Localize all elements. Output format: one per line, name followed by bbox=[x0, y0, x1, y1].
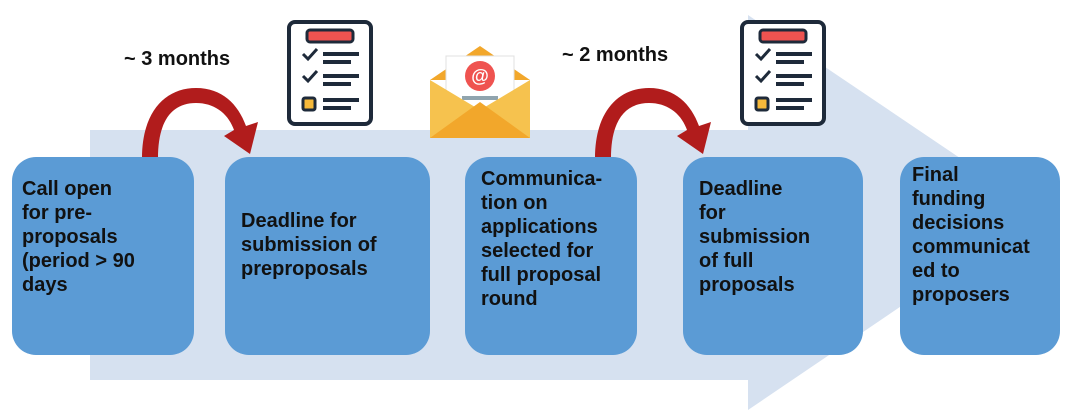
step-text: Call open for pre- proposals (period > 9… bbox=[22, 178, 135, 296]
checklist-document-icon bbox=[287, 20, 373, 126]
curved-arrow-icon bbox=[142, 88, 258, 158]
step-preproposal-deadline: Deadline for submission of preproposals bbox=[225, 157, 430, 355]
interval-label: ~ 2 months bbox=[562, 44, 669, 66]
step-text: Communica- tion on applications selected… bbox=[481, 168, 603, 310]
step-full-proposal-deadline: Deadline for submission of full proposal… bbox=[683, 157, 863, 355]
step-text: Deadline for submission of preproposals bbox=[241, 210, 377, 280]
svg-text:@: @ bbox=[471, 66, 489, 86]
step-call-open: Call open for pre- proposals (period > 9… bbox=[12, 157, 194, 355]
curved-arrow-icon bbox=[595, 88, 711, 158]
email-envelope-icon: @ bbox=[430, 46, 530, 138]
step-text: Deadline for submission of full proposal… bbox=[699, 178, 811, 296]
step-text: Final funding decisions communicat ed to… bbox=[912, 164, 1030, 306]
interval-label: ~ 3 months bbox=[124, 48, 231, 70]
step-final-decisions: Final funding decisions communicat ed to… bbox=[900, 157, 1060, 355]
checklist-document-icon bbox=[740, 20, 826, 126]
step-communication: Communica- tion on applications selected… bbox=[465, 157, 637, 355]
